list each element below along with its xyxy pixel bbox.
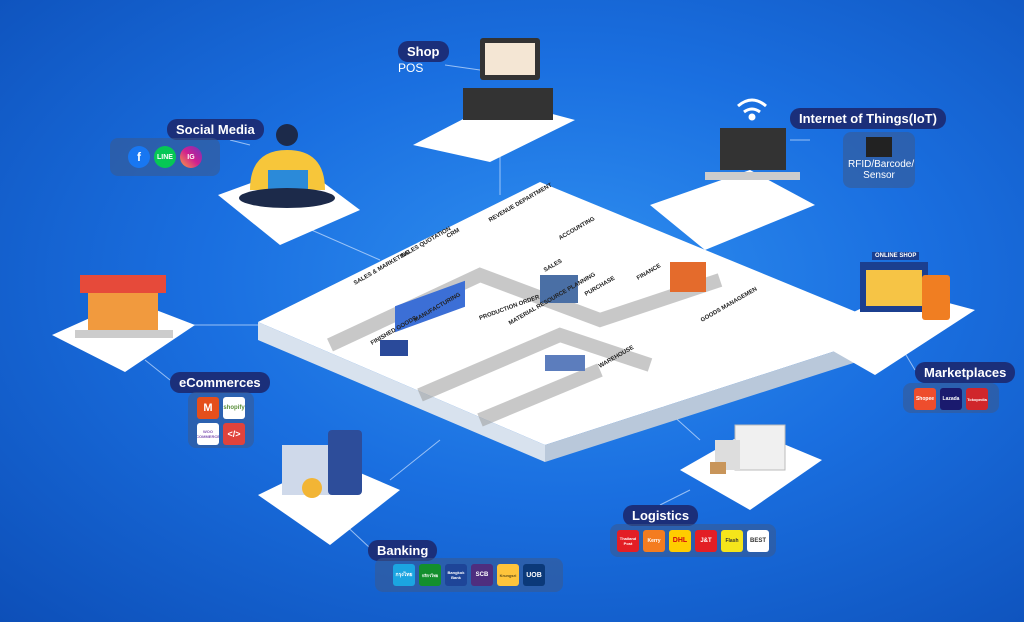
- krungsri-icon: Krungsri: [497, 564, 519, 586]
- pos-terminal-icon: [463, 38, 553, 120]
- ecommerces-label: eCommerces: [170, 372, 270, 393]
- marketplaces-logos: Shopee Lazada Tokopedia: [903, 383, 999, 413]
- kbank-icon: กสิกรไทย: [419, 564, 441, 586]
- banking-logos: กรุงไทย กสิกรไทย Bangkok Bank SCB Krungs…: [375, 558, 563, 592]
- dhl-icon: DHL: [669, 529, 691, 552]
- ktb-icon: กรุงไทย: [393, 564, 415, 586]
- shopee-icon: Shopee: [914, 388, 936, 410]
- storefront-laptop-icon: [75, 275, 173, 338]
- central-erp-platform: [258, 182, 900, 462]
- uob-icon: UOB: [523, 564, 545, 586]
- line-icon: LINE: [154, 146, 176, 168]
- bank-building-icon: [282, 430, 362, 498]
- wifi-icon: [737, 98, 767, 121]
- logistics-label: Logistics: [623, 505, 699, 526]
- thailand-post-icon: Thailand Post: [617, 529, 639, 552]
- bbl-icon: Bangkok Bank: [445, 564, 467, 586]
- online-shop-sign: ONLINE SHOP: [872, 252, 920, 260]
- social-media-logos: f LINE IG: [110, 138, 220, 176]
- scb-icon: SCB: [471, 564, 493, 586]
- pos-label: POS: [398, 61, 424, 75]
- best-icon: BEST: [747, 529, 769, 552]
- shop-label: Shop: [398, 41, 449, 62]
- magento-icon: M: [197, 397, 219, 419]
- tokopedia-icon: Tokopedia: [966, 388, 988, 410]
- shopify-icon: shopify: [223, 397, 245, 419]
- iot-sub-label: RFID/Barcode/ Sensor: [848, 159, 915, 181]
- instagram-icon: IG: [180, 146, 202, 168]
- lazada-icon: Lazada: [940, 388, 962, 410]
- online-shop-monitor-icon: [860, 262, 950, 320]
- facebook-icon: f: [128, 146, 150, 168]
- iot-box: RFID/Barcode/ Sensor: [843, 132, 915, 188]
- rfid-reader-icon: [866, 137, 892, 157]
- delivery-truck-icon: [710, 424, 786, 474]
- person-laptop-icon: [239, 124, 335, 208]
- logistics-logos: Thailand Post Kerry DHL J&T Flash BEST: [610, 524, 776, 557]
- banking-label: Banking: [368, 540, 438, 561]
- jt-icon: J&T: [695, 529, 717, 552]
- iot-label: Internet of Things(IoT): [790, 108, 946, 129]
- kerry-icon: Kerry: [643, 529, 665, 552]
- laptop-icon: [705, 128, 800, 180]
- ecommerce-logos: M shopify WOO COMMERCE </>: [188, 392, 254, 448]
- flash-icon: Flash: [721, 529, 743, 552]
- social-media-label: Social Media: [167, 119, 264, 140]
- woocommerce-icon: WOO COMMERCE: [197, 423, 219, 445]
- marketplaces-label: Marketplaces: [915, 362, 1016, 383]
- code-icon: </>: [223, 423, 245, 445]
